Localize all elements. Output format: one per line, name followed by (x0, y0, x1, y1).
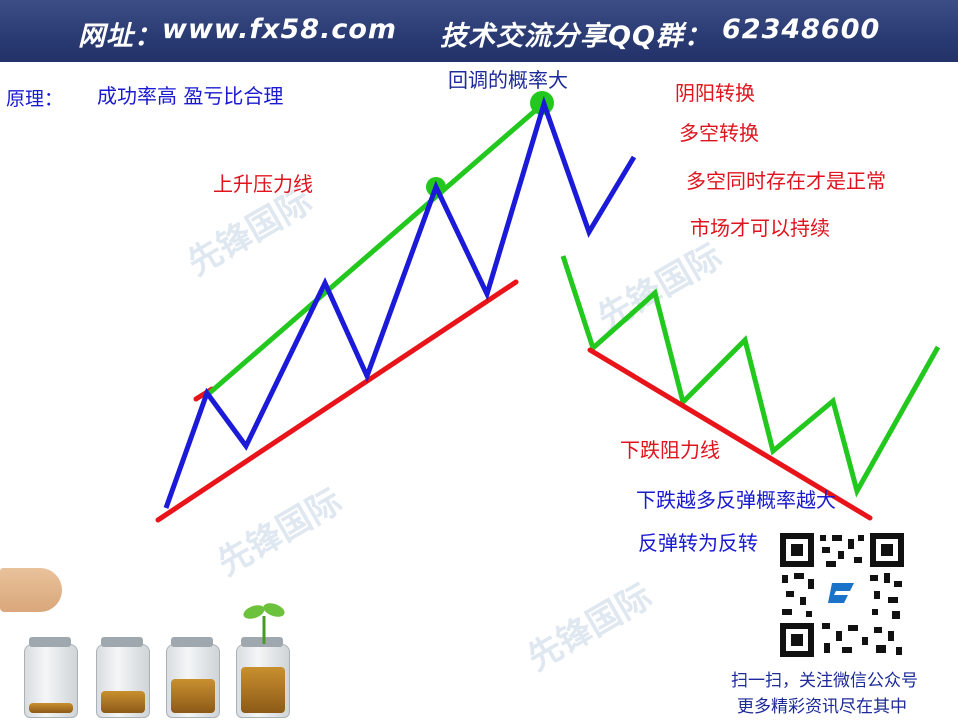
rebound-label: 下跌越多反弹概率越大 (636, 488, 836, 512)
coin-jar (166, 637, 220, 718)
hand-dropping-coin (0, 568, 62, 612)
sprout-icon (243, 603, 285, 644)
note-3: 多空同时存在才是正常 (686, 169, 886, 193)
up-pressure-line (203, 100, 547, 399)
coin-jar (96, 637, 150, 718)
pressure-line-label: 上升压力线 (213, 172, 313, 196)
qr-caption-line1: 扫一扫，关注微信公众号 (731, 671, 918, 691)
pullback-label: 回调的概率大 (448, 68, 568, 92)
up-support-line (155, 279, 519, 523)
qq-group-label: 技术交流分享QQ群： (440, 21, 712, 52)
site-url[interactable]: www.fx58.com (162, 14, 398, 45)
site-label: 网址： (78, 21, 162, 52)
down-price-path (560, 255, 941, 498)
qq-group-number: 62348600 (722, 14, 881, 45)
note-1: 阴阳转换 (675, 81, 755, 105)
coin-jar (24, 637, 78, 718)
qr-caption-line2: 更多精彩资讯尽在其中 (737, 697, 907, 717)
reversal-label: 反弹转为反转 (638, 531, 758, 555)
note-2: 多空转换 (679, 121, 759, 145)
up-price-path (163, 95, 637, 509)
note-4: 市场才可以持续 (690, 216, 830, 240)
principle-label: 原理： (6, 88, 64, 110)
coin-jar (236, 637, 290, 718)
qr-code-icon[interactable] (778, 531, 906, 659)
principle-points: 成功率高 盈亏比合理 (97, 84, 284, 108)
header-banner: 网址： www.fx58.com 技术交流分享QQ群： 62348600 (0, 0, 958, 62)
down-resistance-line (587, 347, 873, 521)
resistance-line-label: 下跌阻力线 (620, 438, 720, 462)
